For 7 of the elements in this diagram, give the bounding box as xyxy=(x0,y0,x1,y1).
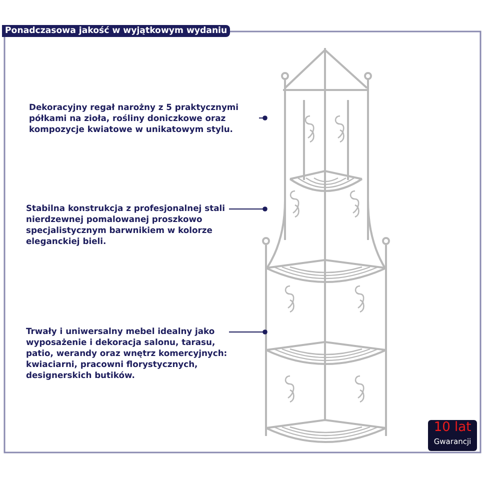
warranty-years: 10 lat xyxy=(432,420,472,436)
callout-text: Trwały i uniwersalny mebel idealny jako wyposażenie i dekoracja salonu, tarasu, patio, werandy oraz wnętrz komercyjnych: kwiaciarni, pracowni florystycznych, designerskich butików. xyxy=(26,326,228,381)
title-banner: Ponadczasowa jakość w wyjątkowym wydaniu xyxy=(2,25,230,37)
leader-line xyxy=(228,330,268,334)
leader-line xyxy=(228,206,268,212)
callout-text: Dekoracyjny regał narożny z 5 praktycznymi półkami na zioła, rośliny doniczkowe oraz kompozycje kwiatowe w unikatowym stylu. xyxy=(29,102,240,135)
callout-text: Stabilna konstrukcja z profesjonalnej stali nierdzewnej pomalowanej proszkowo specjalistycznym barwnikiem w kolorze eleganckiej bieli. xyxy=(26,203,226,247)
